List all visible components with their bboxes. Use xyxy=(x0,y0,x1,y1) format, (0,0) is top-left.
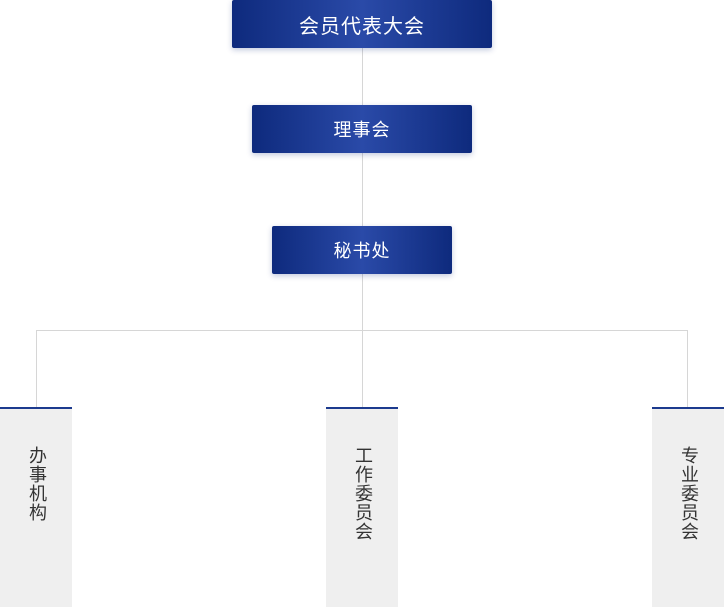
connector-secretariat-branches xyxy=(362,274,363,407)
branch-office-column: 办事机构 xyxy=(0,407,72,607)
branch-professional-committee-column: 专业委员会 xyxy=(652,407,724,607)
general-assembly-box: 会员代表大会 xyxy=(232,0,492,48)
general-assembly-label: 会员代表大会 xyxy=(299,13,425,38)
council-label: 理事会 xyxy=(333,120,391,141)
connector-council-secretariat xyxy=(362,153,363,226)
branch-professional-committee-label: 专业委员会 xyxy=(678,446,699,541)
connector-branch-right xyxy=(687,330,688,407)
connector-branch-left xyxy=(36,330,37,407)
branch-work-committee-column: 工作委员会 xyxy=(326,407,398,607)
council-box: 理事会 xyxy=(252,105,472,153)
secretariat-box: 秘书处 xyxy=(272,226,452,274)
branch-office-label: 办事机构 xyxy=(26,446,47,522)
secretariat-label: 秘书处 xyxy=(333,241,391,262)
connector-branches-horizontal xyxy=(36,330,688,331)
connector-assembly-council xyxy=(362,48,363,105)
branch-work-committee-label: 工作委员会 xyxy=(352,446,373,541)
